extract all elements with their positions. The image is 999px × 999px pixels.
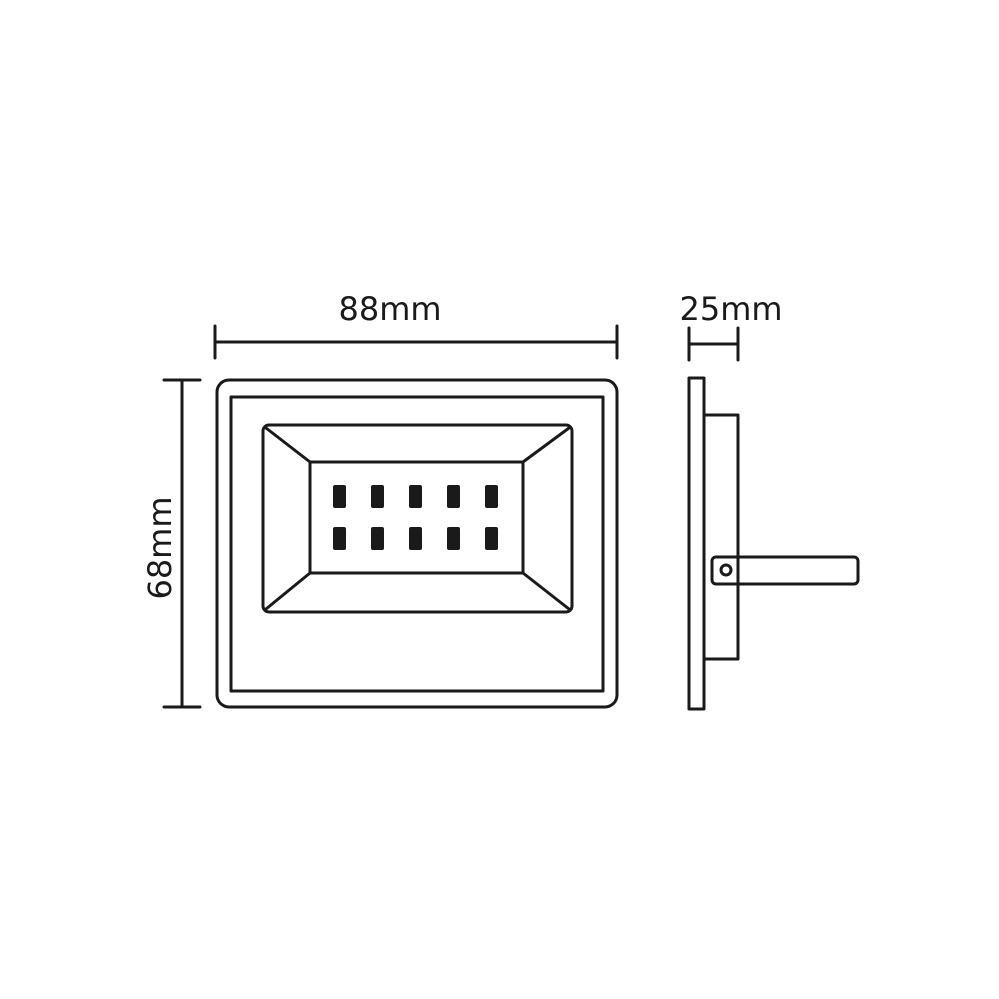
led-chip <box>333 485 346 508</box>
led-panel-outline <box>308 460 525 575</box>
led-chip <box>371 527 384 550</box>
led-chip <box>409 527 422 550</box>
mounting-bracket <box>710 555 860 586</box>
reflector-bevel-top-left <box>264 426 312 464</box>
bracket-screw-icon <box>719 563 733 577</box>
led-chip <box>447 485 460 508</box>
led-chip <box>485 527 498 550</box>
width-dimension: 88mm <box>213 290 619 360</box>
reflector-bevel-bottom-right <box>521 571 571 611</box>
reflector-outer-outline <box>261 423 574 614</box>
width-dimension-label: 88mm <box>338 290 441 328</box>
side-front-glass <box>687 376 706 711</box>
side-housing-body <box>702 413 740 661</box>
reflector-bevel-top-right <box>521 426 571 464</box>
front-view <box>215 378 619 709</box>
led-chip <box>409 485 422 508</box>
led-chip <box>371 485 384 508</box>
led-array <box>333 485 498 550</box>
depth-dimension-label: 25mm <box>679 290 782 328</box>
led-chip <box>333 527 346 550</box>
led-chip <box>485 485 498 508</box>
depth-dimension: 25mm <box>679 290 783 362</box>
height-dimension: 68mm <box>141 378 202 709</box>
height-dimension-label: 68mm <box>141 496 179 599</box>
side-view <box>687 376 860 711</box>
housing-inner-frame <box>229 395 605 693</box>
led-chip <box>447 527 460 550</box>
reflector-bevel-bottom-left <box>264 571 312 611</box>
housing-outer-outline <box>215 378 619 709</box>
